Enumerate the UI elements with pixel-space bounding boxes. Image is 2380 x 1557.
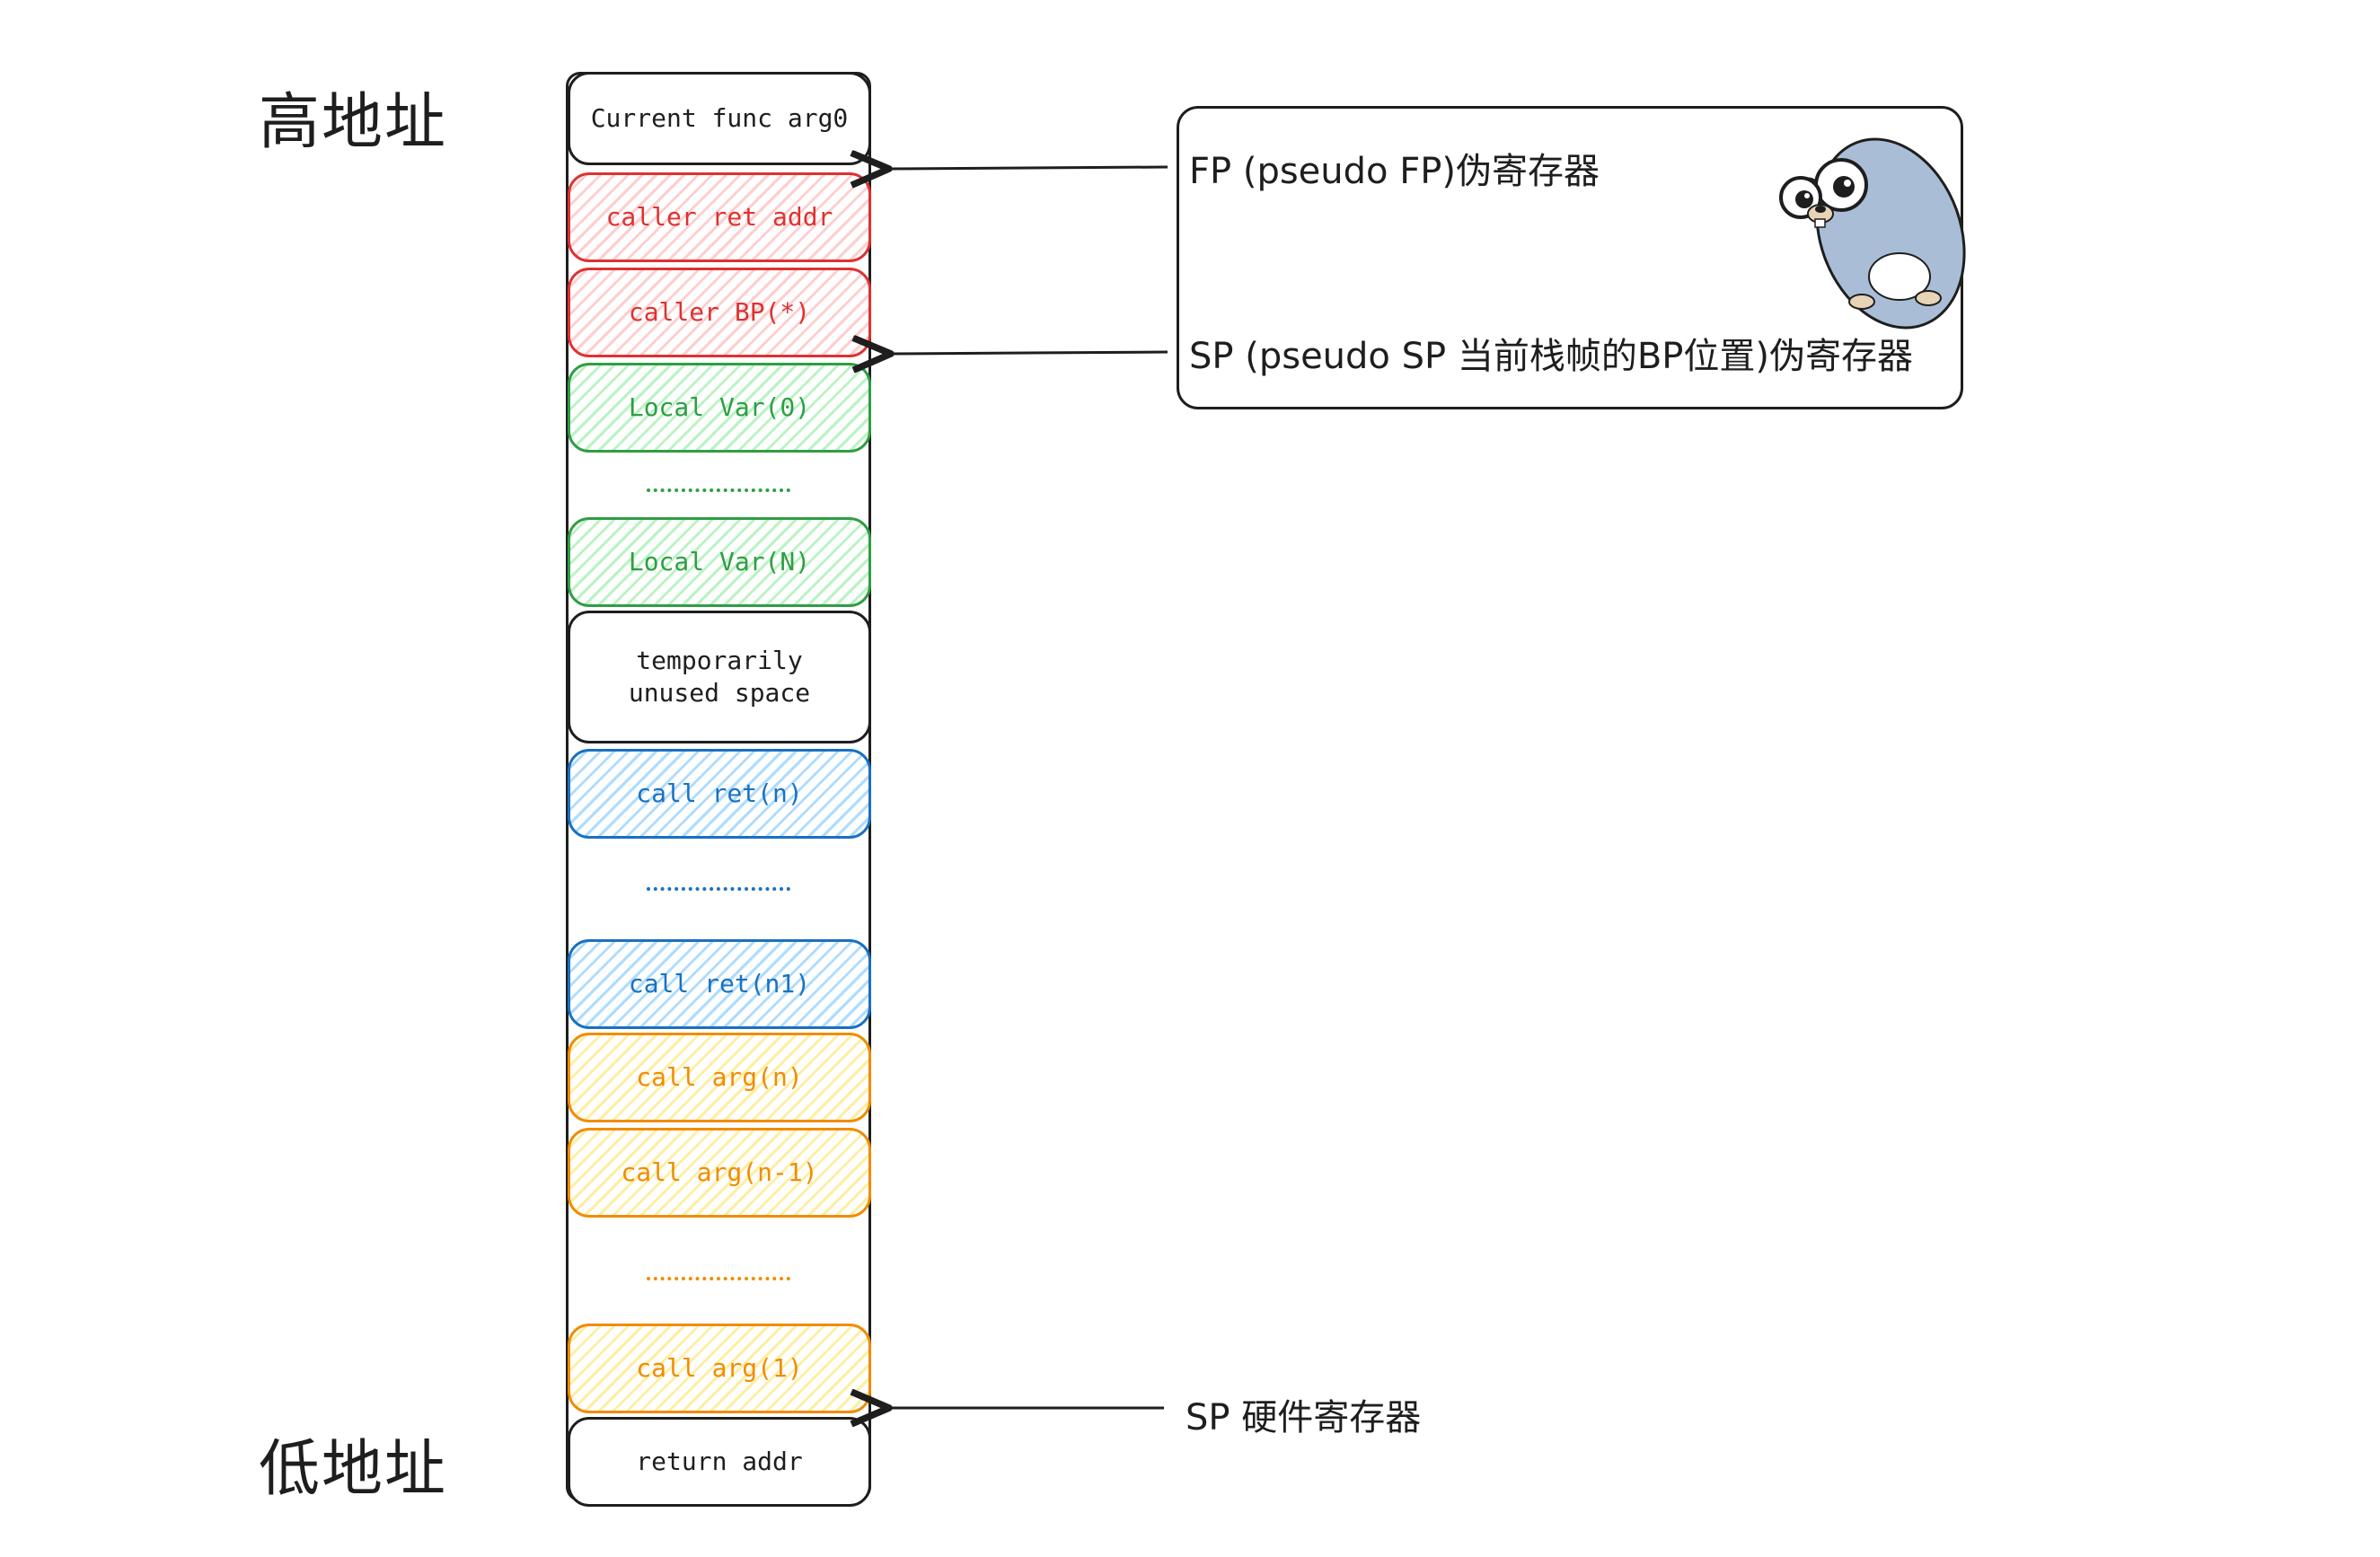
stack-cell-caller-ret-addr: caller ret addr (568, 172, 871, 262)
stack-cell-caller-bp: caller BP(*) (568, 268, 871, 357)
ellipsis-local-vars (647, 488, 790, 492)
stack-cell-call-ret-n1: call ret(n1) (568, 939, 871, 1029)
stack-cell-label: caller BP(*) (628, 297, 811, 327)
stack-cell-label: temporarily unused space (628, 646, 811, 708)
stack-cell-label: call arg(1) (636, 1353, 803, 1383)
stack-cell-label: Current func arg0 (590, 103, 849, 133)
stack-cell-return-addr: return addr (568, 1417, 871, 1507)
sp-pseudo-arrow (891, 352, 1168, 354)
stack-cell-label: Local Var(N) (628, 547, 811, 576)
stack-cell-label: return addr (636, 1447, 803, 1476)
stack-cell-call-arg-n-1: call arg(n-1) (568, 1128, 871, 1218)
ellipsis-call-args (647, 1277, 790, 1280)
stack-cell-call-arg-1: call arg(1) (568, 1324, 871, 1413)
sp-hardware-label: SP 硬件寄存器 (1186, 1397, 1422, 1438)
stack-cell-label: Local Var(0) (628, 392, 811, 422)
stack-cell-current-func-arg0: Current func arg0 (568, 72, 871, 165)
stack-cell-label: call ret(n) (636, 778, 803, 808)
fp-arrow (889, 167, 1168, 169)
stack-cell-label: caller ret addr (605, 202, 833, 232)
stack-cell-local-var-0: Local Var(0) (568, 363, 871, 453)
stack-cell-call-ret-n: call ret(n) (568, 749, 871, 839)
stack-cell-label: call arg(n-1) (621, 1157, 818, 1187)
high-address-label: 高地址 (259, 87, 448, 158)
ellipsis-call-rets (647, 887, 790, 891)
gopher-icon (1779, 137, 1966, 330)
fp-pseudo-label: FP (pseudo FP)伪寄存器 (1189, 151, 1600, 192)
low-address-label: 低地址 (259, 1434, 448, 1505)
stack-cell-label: call arg(n) (636, 1062, 803, 1092)
stack-cell-label: call ret(n1) (628, 969, 811, 998)
stack-cell-unused-space: temporarily unused space (568, 611, 871, 743)
sp-pseudo-label: SP (pseudo SP 当前栈帧的BP位置)伪寄存器 (1189, 336, 1913, 377)
stack-cell-local-var-n: Local Var(N) (568, 517, 871, 607)
stack-cell-call-arg-n: call arg(n) (568, 1033, 871, 1122)
